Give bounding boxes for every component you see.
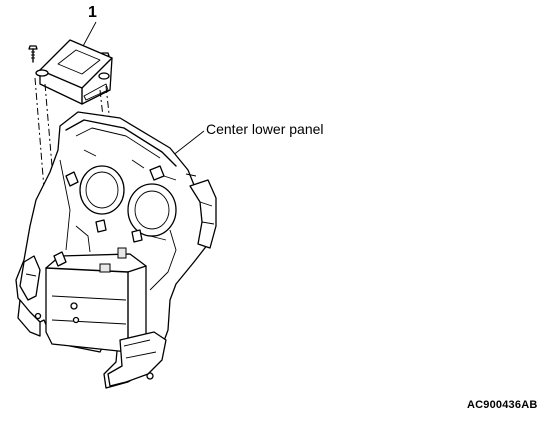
item-1-leader <box>81 21 97 49</box>
screw-left <box>28 45 38 63</box>
panel-label: Center lower panel <box>206 121 324 137</box>
control-unit <box>35 39 113 105</box>
center-lower-panel <box>15 111 217 389</box>
item-1-label: 1 <box>88 4 97 21</box>
figure-code: AC900436AB <box>467 399 538 411</box>
